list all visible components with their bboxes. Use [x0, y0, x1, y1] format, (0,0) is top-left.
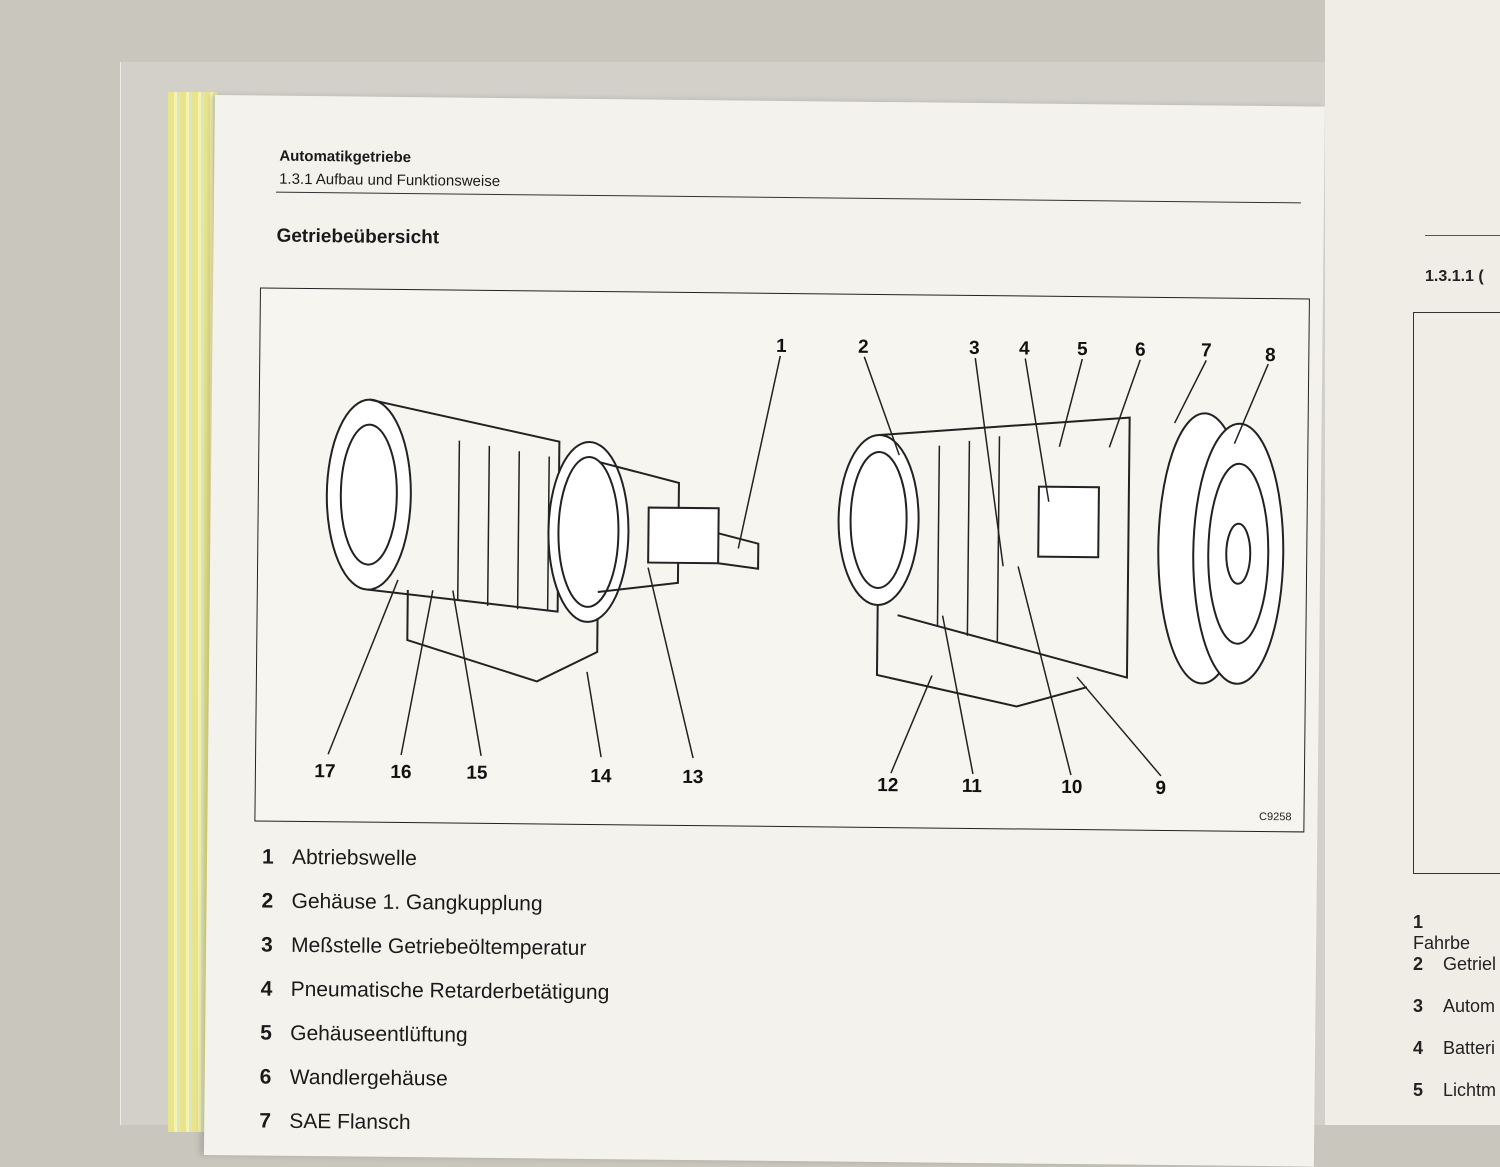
- callout-5: 5: [1077, 339, 1088, 360]
- chapter-title: Automatikgetriebe: [279, 147, 412, 167]
- callout-8: 8: [1265, 345, 1276, 366]
- callout-6: 6: [1135, 340, 1146, 361]
- header-rule: [275, 191, 1301, 204]
- callout-16: 16: [390, 762, 411, 783]
- transmission-drawing: 1 2 3 4 5 6 7 8 9 10 11 12 13 14 15 16 1…: [314, 336, 1285, 799]
- callout-12: 12: [877, 775, 898, 796]
- callout-numbers: 1 2 3 4 5 6 7 8 9 10 11 12 13 14 15 16 1…: [314, 336, 1276, 799]
- callout-13: 13: [682, 767, 703, 788]
- callout-4: 4: [1019, 338, 1030, 359]
- callout-3: 3: [969, 338, 980, 359]
- figure-heading: Getriebeübersicht: [276, 225, 440, 249]
- facing-page-item: 1Fahrbe: [1413, 912, 1471, 953]
- transmission-figure: 1 2 3 4 5 6 7 8 9 10 11 12 13 14 15 16 1…: [254, 287, 1310, 833]
- facing-page-figure: [1413, 312, 1500, 874]
- facing-page-section: 1.3.1.1 (: [1425, 268, 1484, 285]
- callout-15: 15: [466, 763, 488, 784]
- callout-14: 14: [590, 766, 612, 787]
- page-header: Automatikgetriebe 1.3.1 Aufbau und Funkt…: [279, 148, 500, 190]
- manual-page: Automatikgetriebe 1.3.1 Aufbau und Funkt…: [203, 95, 1325, 1167]
- figure-code: C9258: [1259, 810, 1292, 824]
- callout-11: 11: [962, 776, 983, 797]
- callout-1: 1: [776, 336, 787, 357]
- section-title: 1.3.1 Aufbau und Funktionsweise: [279, 170, 501, 190]
- facing-page-rule: [1425, 235, 1500, 236]
- callout-9: 9: [1155, 778, 1166, 799]
- callout-2: 2: [858, 337, 869, 358]
- callout-10: 10: [1061, 777, 1082, 798]
- callout-7: 7: [1201, 340, 1212, 361]
- callout-17: 17: [314, 761, 335, 782]
